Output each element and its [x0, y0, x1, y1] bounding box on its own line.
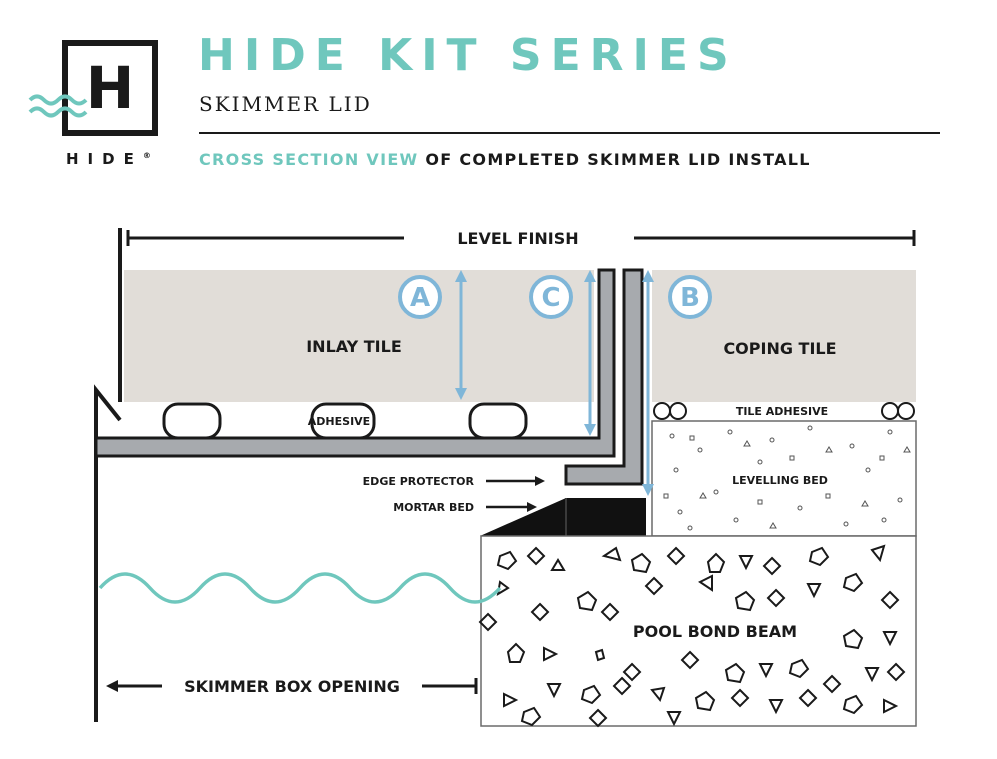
diagram-caption: CROSS SECTION VIEW OF COMPLETED SKIMMER … [199, 150, 811, 169]
marker-b: B [668, 275, 712, 319]
skimmer-lid-tray [94, 268, 616, 458]
edge-protector-label: EDGE PROTECTOR [363, 475, 475, 488]
inlay-tile-band [124, 270, 594, 402]
header-divider [199, 132, 940, 134]
pool-bond-beam-label: POOL BOND BEAM [633, 622, 797, 641]
skimmer-box-opening-label: SKIMMER BOX OPENING [184, 677, 400, 696]
bond-beam-aggregate [478, 544, 906, 728]
page-subtitle: SKIMMER LID [199, 92, 372, 116]
marker-a-label: A [410, 283, 430, 313]
logo-wordmark-text: HIDE [66, 150, 143, 168]
levelling-bed-box [651, 420, 917, 537]
caption-rest: OF COMPLETED SKIMMER LID INSTALL [418, 150, 811, 169]
water-line [98, 572, 502, 604]
marker-b-label: B [680, 283, 700, 313]
level-finish-label: LEVEL FINISH [457, 229, 578, 248]
hide-logo-box: H [62, 40, 158, 136]
mortar-bed-label: MORTAR BED [393, 501, 474, 514]
adhesive-beads [162, 402, 528, 440]
levelling-bed-label: LEVELLING BED [732, 474, 828, 487]
logo-wordmark: HIDE® [66, 150, 151, 168]
mortar-bed-shape [480, 498, 646, 536]
coping-tile-label: COPING TILE [723, 339, 836, 358]
marker-a: A [398, 275, 442, 319]
caption-accent: CROSS SECTION VIEW [199, 150, 419, 169]
left-wall-lower [94, 384, 122, 722]
marker-c-label: C [541, 283, 560, 313]
adhesive-label: ADHESIVE [308, 415, 370, 428]
logo-trademark: ® [142, 151, 151, 160]
inlay-tile-label: INLAY TILE [306, 337, 402, 356]
logo-letter: H [85, 54, 135, 122]
tile-adhesive-label: TILE ADHESIVE [736, 405, 828, 418]
page-title: HIDE KIT SERIES [198, 30, 738, 81]
marker-c: C [529, 275, 573, 319]
tile-adhesive-dots [653, 402, 915, 420]
waves-icon [28, 94, 88, 118]
levelling-bed-aggregate [663, 425, 911, 531]
